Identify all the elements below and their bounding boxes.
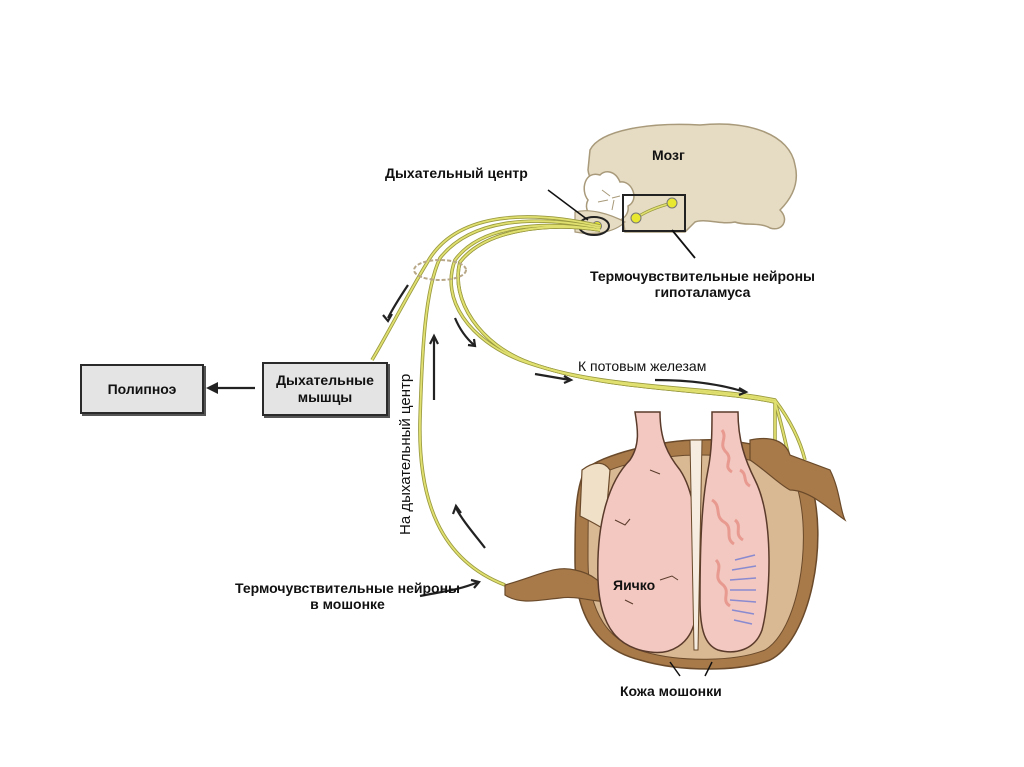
label-hypothalamus-neurons-line2: гипоталамуса	[654, 284, 751, 300]
arrow-down-right	[453, 317, 475, 346]
box-polypnea-label: Полипноэ	[107, 380, 177, 397]
blood-vessels	[729, 554, 757, 625]
brain-illustration	[547, 123, 797, 259]
label-to-sweat-glands: К потовым железам	[578, 358, 707, 374]
label-scrotum-neurons: Термочувствительные нейроны в мошонке	[205, 580, 490, 612]
label-scrotum-neurons-line2: в мошонке	[310, 596, 385, 612]
arrow-sweat-1	[534, 372, 571, 382]
label-brain: Мозг	[652, 147, 685, 163]
seminiferous-tubules	[711, 429, 751, 608]
hypothalamus-box	[622, 194, 686, 232]
label-hypothalamus-neurons: Термочувствительные нейроны гипоталамуса	[565, 268, 840, 300]
label-respiratory-center: Дыхательный центр	[385, 165, 528, 181]
hypothalamus-neuron	[630, 212, 642, 224]
left-testis	[597, 411, 699, 654]
arrow-up-left	[455, 507, 486, 549]
arrow-pointer	[419, 580, 479, 598]
label-scrotum-neurons-line1: Термочувствительные нейроны	[234, 580, 460, 596]
box-polypnea: Полипноэ	[80, 364, 204, 414]
arrow-sweat-2	[654, 378, 746, 394]
flow-arrows	[210, 284, 749, 598]
label-testis: Яичко	[613, 577, 656, 593]
spinal-cord-section	[413, 259, 467, 281]
label-scrotal-skin: Кожа мошонки	[620, 683, 722, 699]
arrow-down-left	[387, 284, 409, 319]
label-hypothalamus-neurons-line1: Термочувствительные нейроны	[589, 268, 815, 284]
scrotum-illustration	[504, 411, 847, 677]
right-testis	[699, 411, 770, 653]
box-respiratory-muscles-line2: мышцы	[297, 389, 353, 405]
nerve-bundle	[370, 215, 807, 587]
arrowhead-polypnea	[206, 382, 218, 394]
label-to-respiratory-center: На дыхательный центр	[397, 373, 414, 535]
hypothalamus-neuron	[666, 197, 678, 209]
box-respiratory-muscles-line1: Дыхательные	[276, 372, 374, 388]
box-respiratory-muscles: Дыхательные мышцы	[262, 362, 388, 416]
